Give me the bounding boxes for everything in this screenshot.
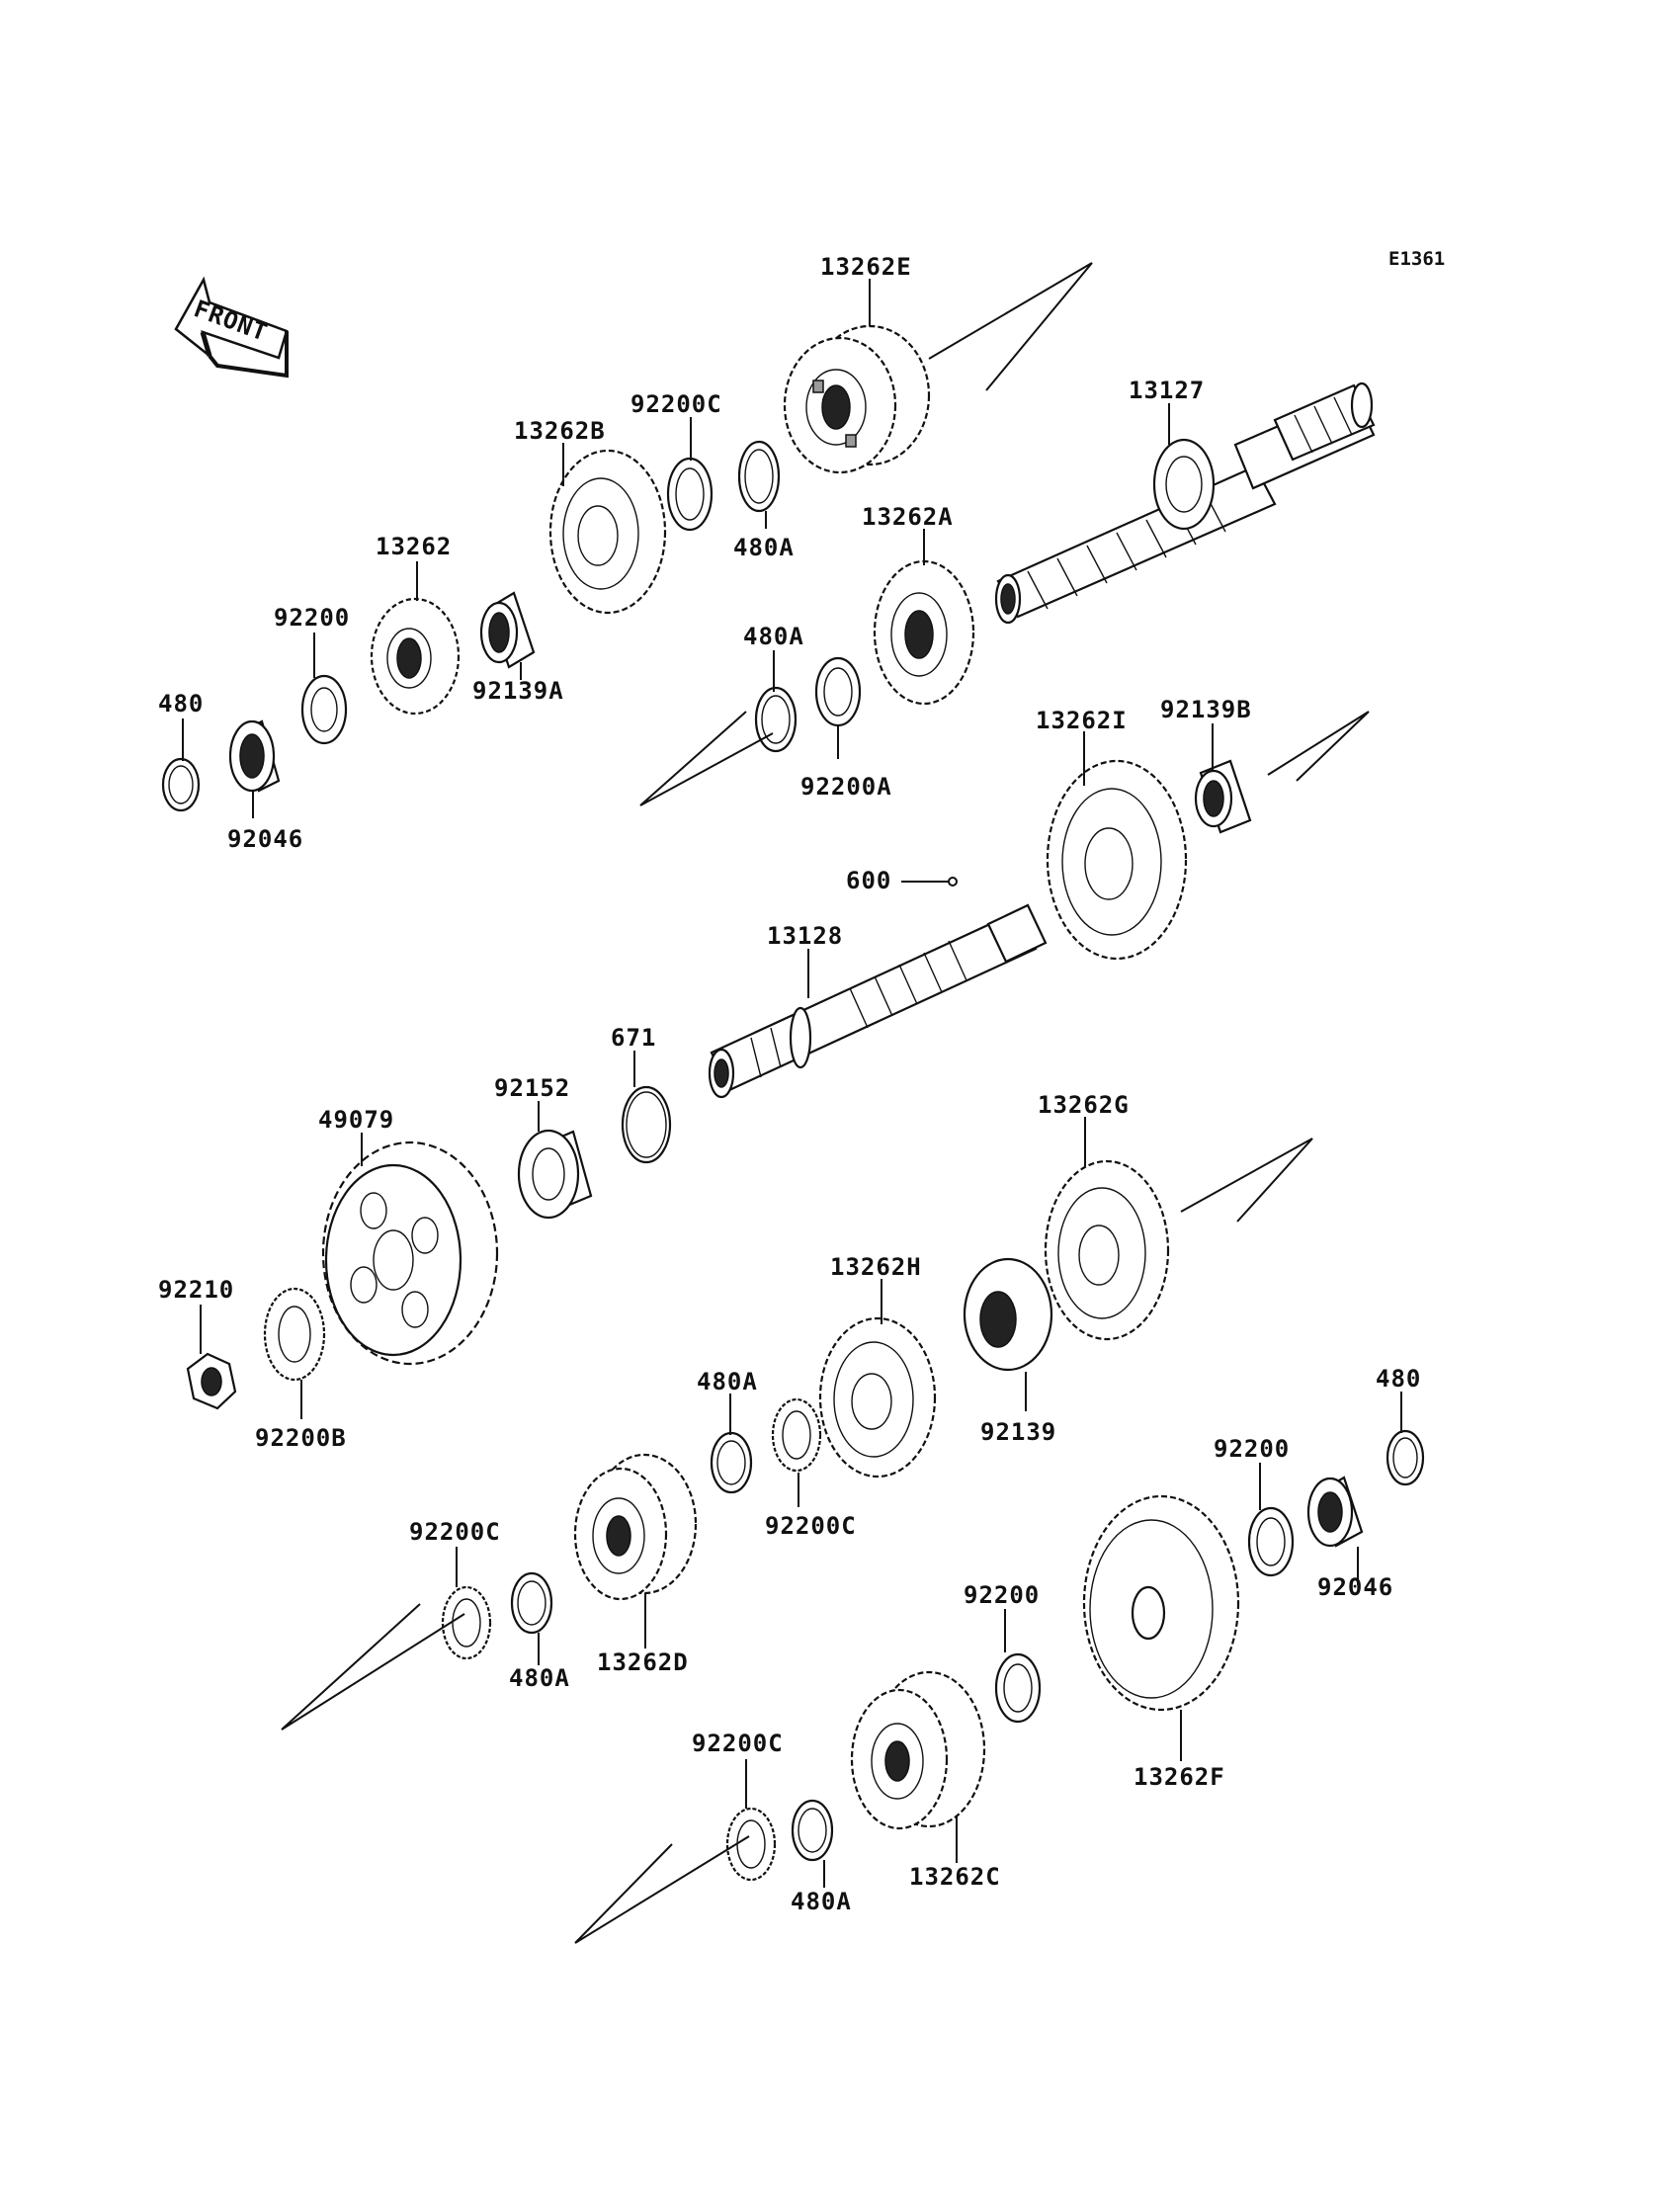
label-92200C-left: 92200C [409, 1518, 501, 1546]
label-92139A: 92139A [472, 677, 564, 705]
label-480A-top: 480A [733, 534, 795, 561]
label-13128: 13128 [767, 922, 843, 950]
label-13127: 13127 [1129, 377, 1205, 404]
label-92200B: 92200B [255, 1424, 347, 1452]
nut-92210 [186, 1352, 237, 1410]
label-92200-low: 92200 [964, 1581, 1040, 1609]
front-arrow-icon: FRONT [174, 276, 289, 379]
part-labels: 13262E 13127 92200C 13262B 480A 13262 13… [158, 253, 1421, 1915]
circlip-480-right [1386, 1429, 1425, 1486]
label-92139: 92139 [980, 1418, 1056, 1446]
label-92200C-mid: 92200C [765, 1512, 857, 1540]
label-13262F: 13262F [1134, 1763, 1225, 1791]
circlip-480A-mid [754, 686, 798, 753]
label-13262E: 13262E [820, 253, 912, 281]
label-92200-right: 92200 [1214, 1435, 1290, 1463]
washer-92200B [263, 1287, 326, 1382]
washer-92200C-mid [771, 1397, 822, 1473]
gear-13262F [1082, 1494, 1240, 1712]
needle-bearing-92139B [1194, 759, 1252, 834]
label-671: 671 [611, 1024, 656, 1052]
label-13262A: 13262A [862, 503, 954, 531]
gear-13262C [850, 1670, 986, 1830]
label-13262D: 13262D [597, 1648, 689, 1676]
label-92200C-bottom: 92200C [692, 1730, 784, 1757]
circlip-480A-top [737, 440, 781, 513]
washer-92200C-left [441, 1585, 492, 1660]
driveshaft-13128 [708, 903, 1048, 1099]
label-480A-mid: 480A [743, 623, 804, 650]
gear-13262B [548, 449, 667, 615]
label-92210: 92210 [158, 1276, 234, 1304]
label-92200-left: 92200 [274, 604, 350, 632]
label-92200A: 92200A [800, 773, 892, 801]
circlip-480-left [161, 757, 201, 812]
circlip-480A-low [710, 1431, 753, 1494]
gear-13262H [818, 1316, 937, 1479]
leader-lines [182, 279, 1402, 1888]
label-92200C-top: 92200C [630, 390, 722, 418]
washer-92200A [814, 656, 862, 727]
needle-bearing-92046-right [1306, 1476, 1364, 1548]
gear-13262 [370, 597, 461, 716]
diagram-code: E1361 [1388, 248, 1445, 270]
label-480A-low: 480A [697, 1368, 758, 1395]
circlip-480A-lower [510, 1571, 553, 1635]
label-92139B: 92139B [1160, 696, 1252, 723]
o-ring-671 [621, 1085, 672, 1164]
label-480-left: 480 [158, 690, 204, 718]
collar-92152 [517, 1129, 593, 1220]
gear-13262D [573, 1453, 698, 1601]
needle-bearing-92139A [479, 591, 536, 669]
label-13262C: 13262C [909, 1863, 1001, 1891]
washer-92200C-top [666, 457, 714, 532]
countershaft-13127 [994, 381, 1376, 625]
gear-13262E [783, 324, 931, 474]
label-13262G: 13262G [1038, 1091, 1130, 1119]
bush-92139 [963, 1257, 1053, 1372]
label-13262I: 13262I [1036, 707, 1128, 734]
label-480A-lower: 480A [509, 1664, 570, 1692]
label-13262: 13262 [376, 533, 452, 560]
label-13262H: 13262H [830, 1253, 922, 1281]
gear-13262I [1046, 759, 1188, 961]
label-92046-left: 92046 [227, 825, 303, 853]
needle-bearing-92046-left [228, 719, 281, 793]
circlip-480A-bottom [791, 1799, 834, 1862]
label-480A-bottom: 480A [791, 1888, 852, 1915]
label-49079: 49079 [318, 1106, 394, 1134]
gear-13262A [873, 559, 975, 706]
washer-92200-left [300, 674, 348, 745]
sprocket-49079 [321, 1141, 499, 1366]
label-600: 600 [846, 867, 891, 894]
label-13262B: 13262B [514, 417, 606, 445]
washer-92200-right [1247, 1506, 1295, 1577]
label-92152: 92152 [494, 1074, 570, 1102]
label-480-right: 480 [1376, 1365, 1421, 1393]
washer-92200-low [994, 1652, 1042, 1724]
gear-13262G [1044, 1159, 1170, 1341]
assembly-lines [281, 262, 1370, 1944]
label-92046-right: 92046 [1317, 1573, 1393, 1601]
